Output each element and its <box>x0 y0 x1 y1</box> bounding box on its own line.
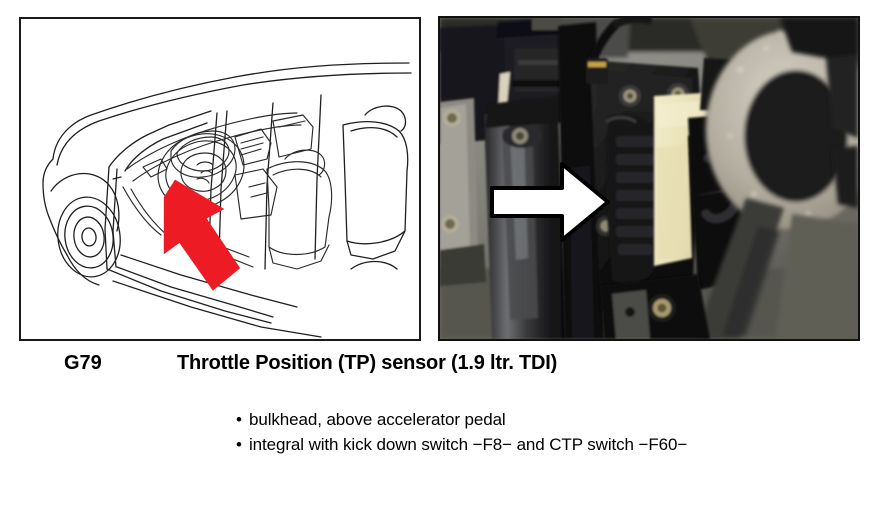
throttle-position-sensor-photo <box>440 18 858 339</box>
list-item: • bulkhead, above accelerator pedal <box>236 407 796 432</box>
throttle-position-sensor-photo-panel <box>438 16 860 341</box>
floor-bolt-area <box>600 274 710 339</box>
upper-right-shadow <box>780 18 858 208</box>
component-code: G79 <box>64 352 102 374</box>
component-notes-list: • bulkhead, above accelerator pedal • in… <box>236 407 796 457</box>
kick-down-switch-body <box>605 114 660 285</box>
component-description: Throttle Position (TP) sensor (1.9 ltr. … <box>177 352 558 374</box>
carpet-seam <box>694 198 858 339</box>
figure-caption-row: G79 Throttle Position (TP) sensor (1.9 l… <box>0 352 886 380</box>
note-text: bulkhead, above accelerator pedal <box>249 410 506 429</box>
white-location-arrow <box>490 162 610 242</box>
note-text: integral with kick down switch −F8− and … <box>249 435 688 454</box>
bullet-icon: • <box>236 435 242 454</box>
left-metal-plate <box>440 98 486 286</box>
accelerator-pedal-arm <box>484 96 568 339</box>
list-item: • integral with kick down switch −F8− an… <box>236 432 796 457</box>
vehicle-interior-line-drawing <box>21 19 419 339</box>
red-location-arrow <box>163 179 241 291</box>
bullet-icon: • <box>236 410 242 429</box>
vehicle-interior-drawing-panel <box>19 17 421 341</box>
drawing-background <box>21 19 419 339</box>
car-body-outline <box>42 62 412 338</box>
dashboard-detail <box>122 112 333 270</box>
